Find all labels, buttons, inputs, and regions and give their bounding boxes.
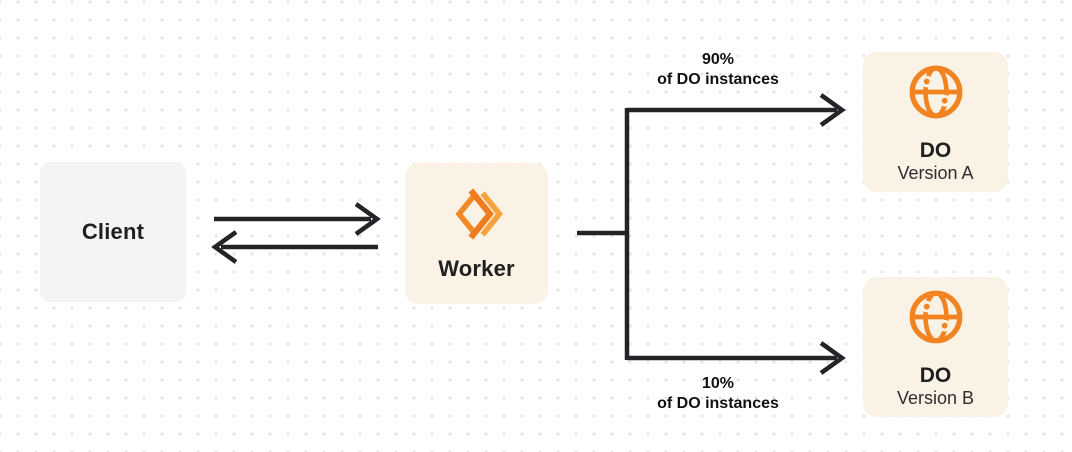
worker-to-client-arrow <box>211 230 378 264</box>
do-version-a-node: DO Version A <box>863 52 1008 192</box>
do-a-title: DO <box>919 138 952 162</box>
worker-node: Worker <box>405 163 548 304</box>
bottom-branch-label: 10% of DO instances <box>598 374 838 414</box>
bottom-branch-percent: 10% <box>701 375 735 392</box>
branch-to-do-b-arrow <box>627 341 846 375</box>
top-branch-percent: 90% <box>701 51 735 68</box>
do-b-subtitle: Version B <box>896 387 975 408</box>
cloudflare-workers-icon <box>454 188 503 239</box>
top-branch-caption: of DO instances <box>657 71 779 88</box>
bottom-branch-caption: of DO instances <box>657 395 779 412</box>
do-a-subtitle: Version A <box>897 162 974 183</box>
do-version-b-node: DO Version B <box>863 277 1008 417</box>
worker-label: Worker <box>438 255 515 281</box>
do-b-title: DO <box>919 363 952 387</box>
client-node: Client <box>40 162 186 302</box>
durable-object-globe-icon <box>909 290 962 344</box>
branch-to-do-a-arrow <box>627 93 846 127</box>
client-to-worker-arrow <box>214 202 381 236</box>
top-branch-label: 90% of DO instances <box>598 50 838 90</box>
durable-object-globe-icon <box>909 65 962 119</box>
client-label: Client <box>81 219 145 244</box>
